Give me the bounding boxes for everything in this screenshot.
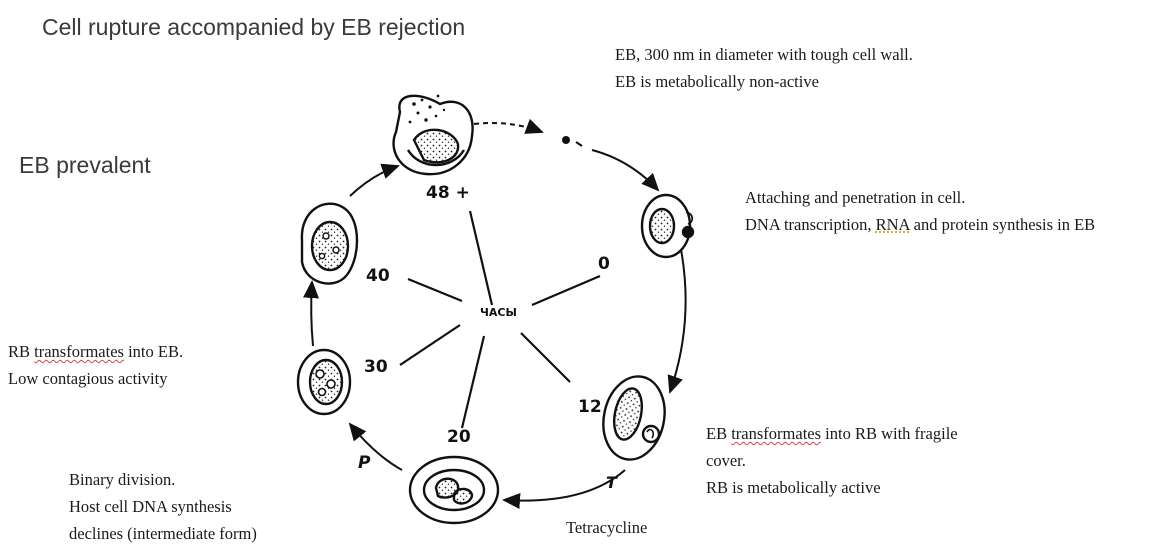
cell-0 (640, 193, 695, 259)
note-binary-line3: declines (intermediate form) (69, 524, 257, 543)
note-attaching-line1: Attaching and penetration in cell. (745, 188, 966, 207)
arrow-30-to-40 (303, 280, 319, 347)
note-attaching: Attaching and penetration in cell. DNA t… (745, 184, 1095, 238)
eb-release (473, 118, 583, 147)
hour-48: 48 + (426, 183, 470, 203)
spoke-40 (407, 277, 463, 303)
note-eb-description: EB, 300 nm in diameter with tough cell w… (615, 41, 913, 95)
cell-40 (300, 202, 359, 285)
arrow-0-to-12 (667, 243, 687, 394)
cell-20-rb-left (434, 477, 460, 499)
spoke-12 (520, 332, 571, 383)
diagram-title: Cell rupture accompanied by EB rejection (42, 14, 466, 40)
eb-particle-trail (575, 141, 583, 147)
cell-48-inner (412, 128, 460, 164)
arrow-40-to-48 (349, 163, 400, 197)
letter-t: T (606, 473, 618, 492)
note-attaching-line2: DNA transcription, RNA and protein synth… (745, 215, 1096, 234)
note-eb-to-rb: EB transformates into RB with fragile co… (706, 420, 958, 501)
hour-20: 20 (447, 427, 471, 447)
spoke-30 (399, 324, 461, 366)
cycle-arrows (303, 149, 687, 509)
arrow-12-to-20 (502, 469, 626, 509)
letter-p: P (358, 453, 371, 473)
note-eb-description-line2: EB is metabolically non-active (615, 72, 819, 91)
arrow-20-to-30 (348, 422, 403, 471)
note-tetracycline: Tetracycline (566, 518, 648, 537)
cell-12-nucleus (641, 424, 661, 444)
cell-30-inclusion (308, 358, 344, 406)
eb-release-arc (473, 118, 544, 134)
spoke-20 (460, 335, 486, 429)
cell-48-band (406, 149, 466, 167)
hour-30: 30 (364, 357, 388, 377)
hour-12: 12 (578, 397, 602, 417)
hour-40: 40 (366, 266, 390, 286)
transformates-word: transformates (731, 424, 822, 443)
released-dots (408, 94, 446, 124)
center-label: ЧАСЫ (480, 306, 517, 319)
cell-48 (392, 94, 474, 176)
hour-labels: 48 + 0 40 30 12 20 T P (358, 183, 618, 492)
spoke-48 (468, 210, 494, 306)
note-binary-line2: Host cell DNA synthesis (69, 497, 232, 516)
note-eb-to-rb-line1: EB transformates into RB with fragile (706, 424, 958, 443)
note-eb-to-rb-line3: RB is metabolically active (706, 478, 881, 497)
note-rb-to-eb: RB transformates into EB. Low contagious… (8, 338, 183, 392)
cell-20 (408, 455, 500, 525)
arrow-48-to-0 (591, 149, 660, 192)
hour-0: 0 (598, 254, 610, 274)
spokes (399, 210, 601, 429)
eb-particle (562, 136, 570, 144)
cell-20-rb-right (452, 487, 474, 505)
cell-12-rb (612, 387, 644, 441)
cell-12 (602, 375, 666, 461)
note-binary-division: Binary division. Host cell DNA synthesis… (69, 466, 257, 547)
note-eb-to-rb-line2: cover. (706, 451, 746, 470)
note-binary-line1: Binary division. (69, 470, 176, 489)
spoke-0 (531, 274, 601, 307)
transformates-word-2: transformates (34, 342, 124, 361)
eb-prevalent-label: EB prevalent (19, 152, 151, 178)
cell-0-body (648, 207, 676, 245)
cell-40-inclusion (310, 220, 350, 272)
cell-30 (296, 348, 352, 416)
note-rb-to-eb-line2: Low contagious activity (8, 369, 168, 388)
note-eb-description-line1: EB, 300 nm in diameter with tough cell w… (615, 45, 913, 64)
cell-0-eb (681, 225, 695, 239)
note-rb-to-eb-line1: RB transformates into EB. (8, 342, 184, 361)
rna-word: RNA (875, 215, 910, 234)
cell-0-notch (685, 211, 694, 225)
cell-12-nucleus-mark (646, 428, 655, 439)
